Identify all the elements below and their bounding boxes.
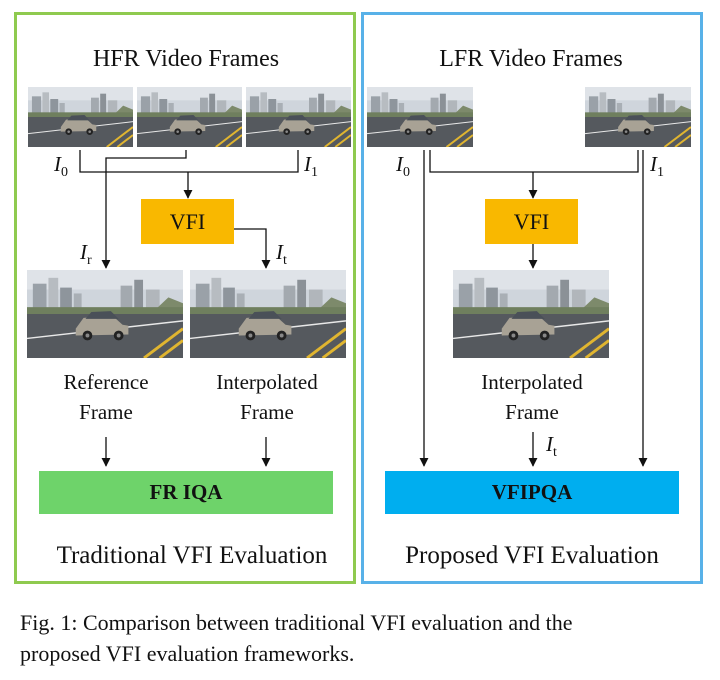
left-vfi-box: VFI (141, 199, 234, 244)
proposed-evaluation-panel (361, 12, 703, 584)
lfr-frame-2-image (585, 87, 691, 147)
right-it-label: It (546, 432, 557, 461)
left-ir-label: Ir (80, 240, 92, 269)
hfr-frames-title: HFR Video Frames (92, 46, 280, 72)
left-it-label: It (276, 240, 287, 269)
left-interpolated-frame-label: Interpolated Frame (216, 370, 318, 424)
reference-frame-label: Reference Frame (63, 370, 149, 424)
right-interpolated-frame-image (453, 270, 609, 358)
hfr-frame-1-image (28, 87, 133, 147)
vfipqa-box: VFIPQA (385, 471, 679, 514)
right-interpolated-frame-label: Interpolated Frame (481, 370, 583, 424)
caption-line-2: proposed VFI evaluation frameworks. (20, 641, 355, 666)
fr-iqa-box: FR IQA (39, 471, 333, 514)
hfr-frame-2-image (137, 87, 242, 147)
fr-iqa-label: FR IQA (149, 480, 223, 504)
left-interpolated-frame-image (190, 270, 346, 358)
proposed-evaluation-footer: Proposed VFI Evaluation (405, 542, 659, 569)
lfr-frame-1-image (367, 87, 473, 147)
right-i1-label: I1 (650, 152, 664, 181)
lfr-frames-title: LFR Video Frames (439, 46, 623, 72)
figure-caption: Fig. 1: Comparison between traditional V… (20, 607, 710, 669)
traditional-evaluation-panel (14, 12, 356, 584)
traditional-evaluation-footer: Traditional VFI Evaluation (56, 542, 328, 569)
left-i1-label: I1 (304, 152, 318, 181)
reference-frame-image (27, 270, 183, 358)
right-vfi-box: VFI (485, 199, 578, 244)
left-vfi-label: VFI (169, 208, 206, 234)
right-i0-label: I0 (396, 152, 410, 181)
hfr-frame-3-image (246, 87, 351, 147)
caption-line-1: Fig. 1: Comparison between traditional V… (20, 610, 573, 635)
vfipqa-label: VFIPQA (491, 480, 573, 504)
right-vfi-label: VFI (513, 208, 550, 234)
left-i0-label: I0 (54, 152, 68, 181)
